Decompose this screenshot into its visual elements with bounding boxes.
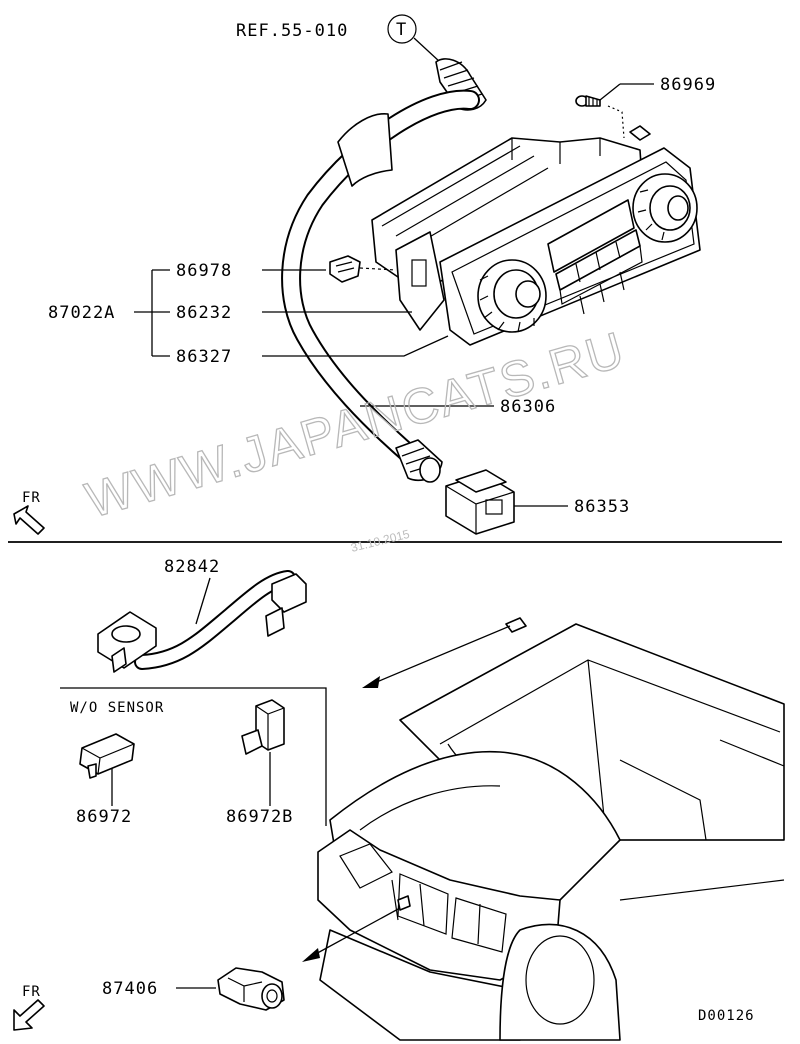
front-arrow-icon [13, 505, 45, 535]
callout-86306: 86306 [500, 397, 556, 417]
fan-knob-icon [477, 259, 547, 333]
diagram-code: D00126 [698, 1008, 755, 1024]
fr-label-bottom: FR [22, 984, 41, 1000]
screw-86969 [575, 95, 601, 107]
callout-86972B: 86972B [226, 807, 293, 827]
callout-87406: 87406 [102, 979, 158, 999]
callout-82842: 82842 [164, 557, 220, 577]
sensor-87406 [217, 967, 285, 1011]
callout-86232: 86232 [176, 303, 232, 323]
callout-86972: 86972 [76, 807, 132, 827]
callout-86978: 86978 [176, 261, 232, 281]
ref-leader [413, 37, 441, 63]
display-panel [547, 199, 643, 315]
harness-86306 [281, 58, 487, 483]
callout-86353: 86353 [574, 497, 630, 517]
sensor-86972B [241, 699, 285, 755]
leader-82842 [195, 577, 211, 625]
leader-86327 [262, 335, 449, 357]
harness-corrugated-bottom [395, 439, 443, 483]
ref-circle-letter: T [396, 20, 407, 40]
leader-86969 [599, 83, 621, 101]
ref-label: REF.55-010 [236, 21, 348, 41]
watermark-date: 31.10.2015 [349, 527, 411, 555]
cover-86972 [79, 733, 135, 779]
arrow-to-82842 [371, 625, 511, 685]
callout-87022A: 87022A [48, 303, 115, 323]
arrow-to-87406 [311, 907, 401, 957]
sensor-82842 [97, 570, 307, 673]
arrowhead-icon [362, 676, 380, 688]
clip-86978 [329, 255, 361, 283]
vehicle-outline [317, 617, 785, 1041]
callout-86327: 86327 [176, 347, 232, 367]
temp-knob-icon [632, 173, 698, 243]
fr-label-top: FR [22, 490, 41, 506]
wo-sensor-label: W/O SENSOR [70, 700, 164, 716]
arrowhead-icon [302, 948, 320, 962]
ref-circle-icon: T [387, 14, 417, 44]
wo-sensor-bracket [60, 687, 327, 826]
connector-86353 [445, 469, 515, 535]
watermark-text: WWW.JAPANCATS.RU [80, 321, 632, 529]
callout-86969: 86969 [660, 75, 716, 95]
climate-control-unit [371, 125, 701, 346]
front-arrow-icon [13, 999, 45, 1031]
